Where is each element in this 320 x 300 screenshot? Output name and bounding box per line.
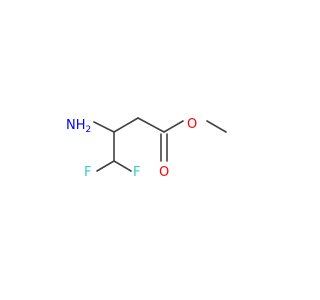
bond-c3-n (93, 121, 115, 133)
structure-canvas: NH2 F F O O (66, 117, 227, 180)
bond-o-methyl (206, 120, 227, 133)
amine-label: NH2 (66, 118, 91, 135)
amine-symbol: NH (66, 118, 86, 133)
bond-c3-c2 (113, 117, 139, 133)
carbonyl-oxygen-label: O (159, 165, 169, 180)
bond-c4-f-left (96, 160, 115, 172)
amine-subscript: 2 (86, 125, 92, 135)
fluorine-right-label: F (133, 165, 140, 180)
ester-oxygen-label: O (187, 117, 197, 132)
bond-c4-f-right (113, 160, 132, 172)
molecule-diagram: NH2 F F O O (66, 117, 227, 180)
fluorine-left-label: F (84, 165, 91, 180)
bond-c2-c1 (137, 117, 165, 133)
bond-c1-o-ester (163, 120, 184, 133)
